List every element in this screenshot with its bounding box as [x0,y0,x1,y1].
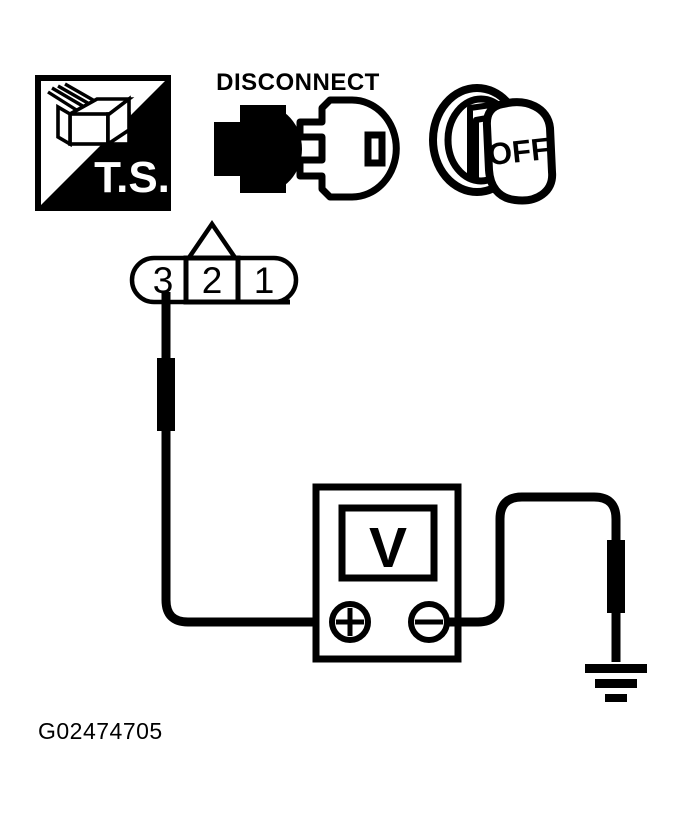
disconnect-label: DISCONNECT [216,69,380,96]
negative-probe-body [607,540,625,613]
ignition-off-label: OFF [486,131,551,172]
positive-test-lead [157,292,332,627]
connector-3-cavity: 3 2 1 [129,220,299,305]
voltmeter-display-symbol: V [369,516,407,580]
disconnect-icon: DISCONNECT [214,69,400,201]
disconnect-socket-half [214,105,302,193]
disconnect-plug-half [296,96,400,201]
figure-id-label: G02474705 [38,718,163,744]
voltmeter-display [338,504,438,582]
connector-cavity-2-box [183,255,241,305]
troubleshooting-icon: T.S. [35,75,171,211]
connector-cavity-label-3: 3 [153,260,174,301]
voltmeter-negative-terminal [408,601,450,643]
ts-connector-glyph [47,82,135,148]
negative-test-lead [445,492,625,662]
positive-probe-body [157,358,175,431]
connector-cavity-label-1: 1 [254,260,275,301]
connector-cavity-label-2: 2 [202,260,223,301]
voltmeter-positive-terminal [329,601,371,643]
chassis-ground-symbol [585,664,647,702]
voltmeter: V [312,483,462,663]
ts-icon-label: T.S. [94,153,170,202]
ignition-off-icon: OFF [429,84,557,205]
